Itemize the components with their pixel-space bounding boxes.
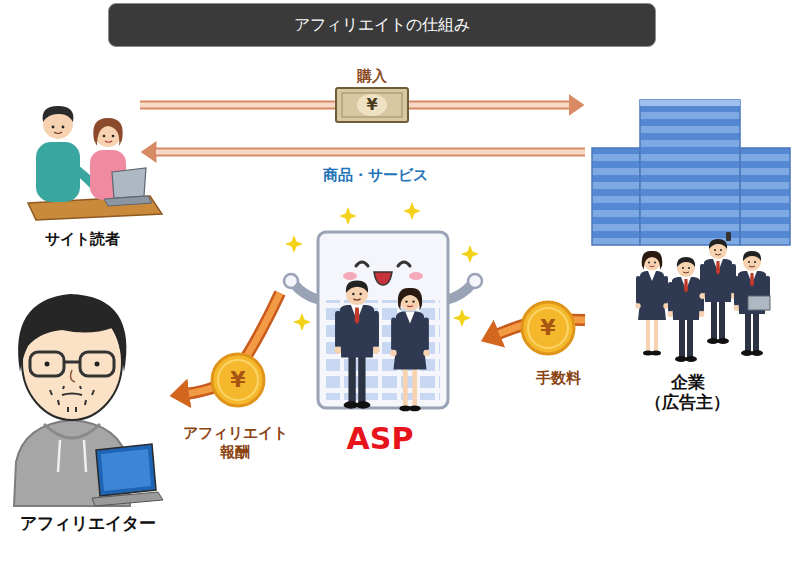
asp-illustration: [284, 202, 482, 411]
flow-arrow: [156, 152, 585, 153]
character-cheek: [343, 272, 357, 280]
character-mouth: [374, 272, 392, 285]
banknote: [336, 88, 408, 122]
node-label: 企業 （広告主）: [637, 372, 739, 413]
girl-eye: [112, 135, 115, 138]
edge-label: 商品・サービス: [323, 166, 428, 185]
edge-label: 購入: [357, 67, 387, 86]
company-illustration: [592, 100, 790, 362]
character-cheek: [409, 272, 423, 280]
boy-mouth: [54, 132, 62, 134]
sparkle: [339, 207, 357, 225]
currency-mark: ¥: [366, 97, 377, 113]
phone: [726, 232, 731, 241]
glasses: [30, 352, 64, 376]
sparkle: [453, 309, 471, 327]
character-arm: [446, 284, 472, 300]
edge-label: アフィリエイト 報酬: [178, 424, 292, 462]
character-hand: [468, 274, 482, 288]
building-wing: [592, 148, 640, 245]
arrow-highlight: [156, 150, 585, 155]
mouth: [62, 394, 82, 396]
coin: [522, 302, 574, 354]
currency-mark: ¥: [540, 317, 555, 339]
stubble: [50, 386, 94, 412]
staff-figure: [700, 239, 737, 344]
girl-eye: [103, 135, 106, 138]
building-roof: [640, 100, 740, 106]
laptop-display: [101, 449, 151, 491]
node-label: サイト読者: [45, 230, 120, 248]
edge-layer: [140, 105, 585, 393]
laptop-screen: [96, 444, 156, 496]
boy-hair: [43, 106, 74, 122]
arrow-shaft: [189, 293, 280, 393]
sparkle: [293, 313, 311, 331]
girl-hair: [93, 118, 122, 146]
character-arm: [294, 284, 320, 300]
boy-eye: [62, 126, 65, 129]
laptop: [748, 296, 770, 310]
hood-string: [84, 440, 86, 472]
coin: [212, 354, 264, 406]
laptop-screen: [112, 168, 146, 198]
girl-mouth: [105, 141, 112, 142]
laptop-base: [104, 196, 152, 206]
staff-figure: [635, 251, 668, 356]
eye: [45, 362, 50, 367]
reader-node: サイト読者: [25, 100, 140, 248]
eye: [95, 362, 100, 367]
staff-figure: [390, 288, 429, 411]
currency-mark: ¥: [230, 369, 245, 391]
sparkle: [403, 202, 421, 220]
node-label: ASP: [347, 421, 414, 457]
staff-figure: [734, 251, 771, 356]
diagram-title: アフィリエイトの仕組み: [294, 15, 470, 36]
affiliate-illustration: [14, 294, 163, 506]
building-tower: [640, 100, 740, 245]
glasses-bridge: [64, 361, 80, 364]
building-wing: [740, 148, 790, 245]
sparkle: [285, 235, 303, 253]
character-hand: [284, 274, 298, 288]
arrow-shaft: [156, 148, 585, 157]
character-eye: [398, 262, 410, 266]
node-label: アフィリエイター: [20, 513, 156, 533]
title-bar: アフィリエイトの仕組み: [108, 3, 656, 47]
laptop-base: [92, 492, 163, 506]
staff-figure: [668, 257, 705, 362]
hair: [18, 294, 126, 372]
hood-edge: [44, 424, 100, 438]
glasses: [80, 352, 114, 376]
asp-node: ASP: [280, 205, 480, 457]
boy-eye: [52, 126, 55, 129]
sparkle: [461, 245, 479, 263]
reader-illustration: [28, 106, 162, 220]
hood-string: [58, 440, 60, 472]
affiliate-node: アフィリエイター: [5, 282, 170, 533]
edge-label: 手数料: [536, 369, 581, 388]
flow-arrow: [189, 293, 280, 393]
character-eye: [356, 262, 368, 266]
staff-figure: [334, 281, 379, 409]
nose: [71, 370, 75, 382]
arrow-highlight: [189, 293, 280, 393]
advertiser-node: 企業 （広告主）: [585, 95, 790, 413]
